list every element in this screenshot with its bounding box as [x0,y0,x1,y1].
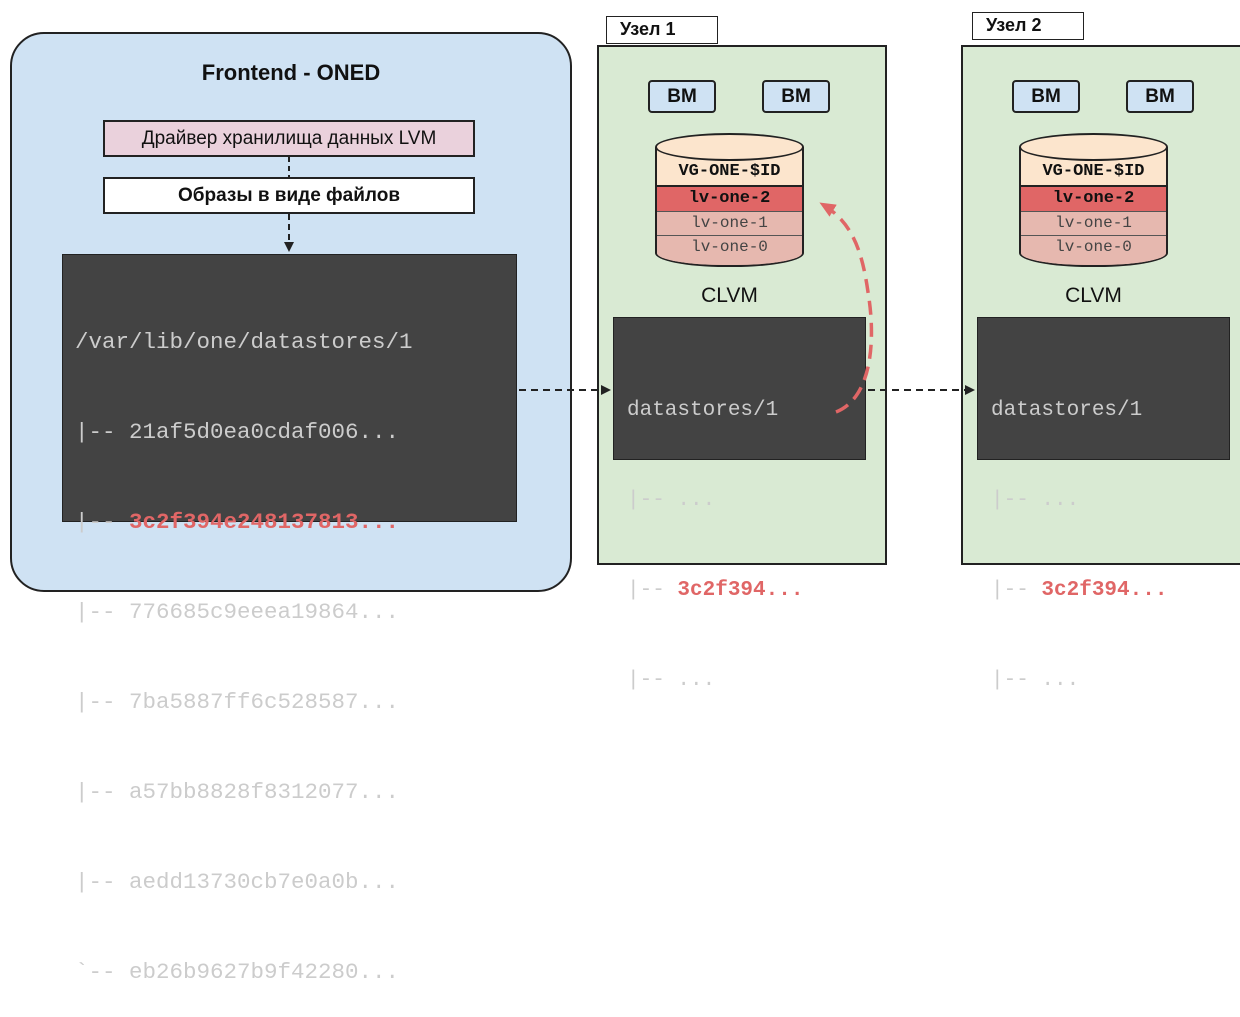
highlighted-file: 3c2f394e248137813... [129,509,400,535]
file-images-box: Образы в виде файлов [103,177,475,214]
frontend-datastore-terminal: /var/lib/one/datastores/1 |-- 21af5d0ea0… [62,254,517,985]
logical-volume-1: lv-one-1 [657,211,802,235]
terminal-line-highlighted: |-- 3c2f394e248137813... [75,509,400,535]
terminal-prefix: |-- [627,579,678,602]
highlighted-file: 3c2f394... [1041,579,1168,602]
terminal-line: |-- 7ba5887ff6c528587... [75,689,400,715]
terminal-line: |-- ... [627,669,716,692]
terminal-line-highlighted: |-- 3c2f394... [991,576,1229,606]
terminal-line-highlighted: |-- 3c2f394... [627,576,865,606]
terminal-line: |-- ... [991,669,1080,692]
terminal-line: |-- ... [627,489,716,512]
vm-box: ВМ [1126,80,1194,113]
terminal-prefix: |-- [991,579,1042,602]
logical-volume-2: lv-one-2 [1021,185,1166,211]
cylinder-body: VG-ONE-$ID lv-one-2 lv-one-1 lv-one-0 [1019,147,1168,267]
terminal-line: /var/lib/one/datastores/1 [75,329,413,355]
terminal-line: |-- aedd13730cb7e0a0b... [75,869,400,895]
node-1-tab: Узел 1 [606,16,718,44]
node-2-panel [961,45,1240,565]
highlighted-file: 3c2f394... [677,579,804,602]
logical-volume-0: lv-one-0 [1021,235,1166,265]
vm-box: ВМ [762,80,830,113]
terminal-line: |-- 21af5d0ea0cdaf006... [75,419,400,445]
frontend-title: Frontend - ONED [201,60,381,85]
logical-volume-1: lv-one-1 [1021,211,1166,235]
node-1-datastore-terminal: datastores/1 |-- ... |-- 3c2f394... |-- … [613,317,866,692]
lvm-driver-box: Драйвер хранилища данных LVM [103,120,475,157]
terminal-header: datastores/1 [991,399,1143,422]
vm-box: ВМ [648,80,716,113]
clvm-cylinder: VG-ONE-$ID lv-one-2 lv-one-1 lv-one-0 [1019,133,1168,269]
cylinder-top [1019,133,1168,161]
terminal-line: |-- a57bb8828f8312077... [75,779,400,805]
node-2-tab: Узел 2 [972,12,1084,40]
terminal-line: |-- ... [991,489,1080,512]
cylinder-top [655,133,804,161]
terminal-header: datastores/1 [627,399,779,422]
vm-box: ВМ [1012,80,1080,113]
cylinder-body: VG-ONE-$ID lv-one-2 lv-one-1 lv-one-0 [655,147,804,267]
clvm-label: CLVM [701,284,758,307]
terminal-line: |-- 776685c9eeea19864... [75,599,400,625]
clvm-label: CLVM [1065,284,1122,307]
clvm-cylinder: VG-ONE-$ID lv-one-2 lv-one-1 lv-one-0 [655,133,804,269]
logical-volume-2: lv-one-2 [657,185,802,211]
logical-volume-0: lv-one-0 [657,235,802,265]
node-2-datastore-terminal: datastores/1 |-- ... |-- 3c2f394... |-- … [977,317,1230,692]
terminal-line: `-- eb26b9627b9f42280... [75,959,400,985]
